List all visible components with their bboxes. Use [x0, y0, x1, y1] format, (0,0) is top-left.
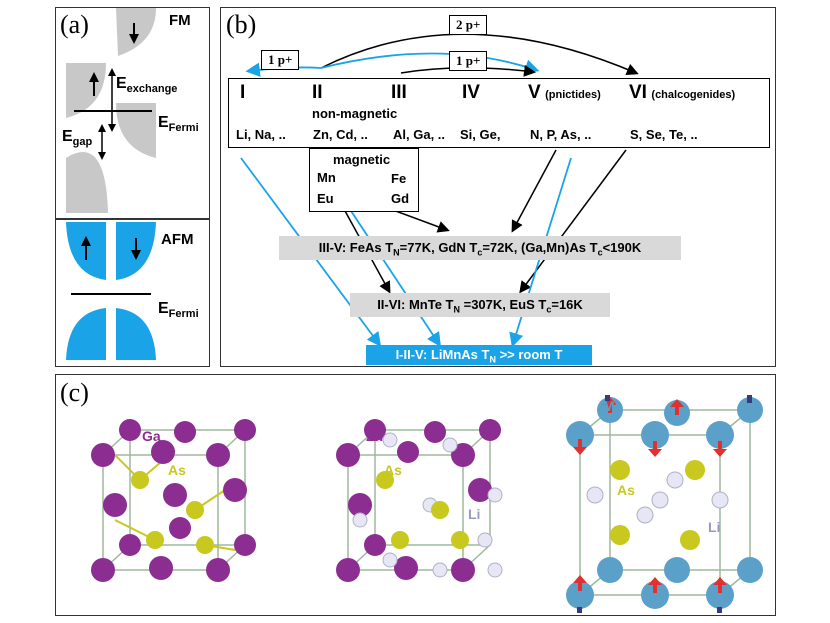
crystal2-as-label: As	[384, 462, 402, 478]
compound-ii-vi: II-VI: MnTe TN =307K, EuS Tc=16K	[350, 293, 610, 317]
group-vi-elements: S, Se, Te, ..	[630, 127, 698, 142]
group-i-elements: Li, Na, ..	[236, 127, 286, 142]
magnetic-eu: Eu	[317, 191, 334, 206]
group-iv-elements: Si, Ge,	[460, 127, 501, 142]
group-iii-elements: Al, Ga, ..	[393, 127, 446, 142]
fm-exchange-label: Eexchange	[116, 75, 178, 96]
afm-title: AFM	[161, 231, 194, 248]
crystal2-zn-label: Zn	[366, 428, 384, 444]
group-i-numeral: I	[240, 82, 246, 103]
crystal-lizn-as	[336, 419, 503, 582]
magnetic-fe: Fe	[391, 171, 407, 186]
crystal1-ga-label: Ga	[142, 428, 161, 444]
panel-a-divider	[56, 218, 209, 220]
compound-iii-v: III-V: FeAs TN=77K, GdN Tc=72K, (Ga,Mn)A…	[279, 236, 681, 260]
crystal2-li-label: Li	[468, 506, 481, 522]
afm-down-lower-band	[116, 308, 156, 360]
group-ii-elements: Zn, Cd, ..	[313, 127, 368, 142]
compound-i-ii-v: I-II-V: LiMnAs TN >> room T	[366, 345, 592, 365]
group-v-heading: V (pnictides)	[528, 82, 601, 103]
fm-up-conduction-band	[66, 63, 106, 118]
group-vi-heading: VI (chalcogenides)	[629, 82, 736, 103]
non-magnetic-label: non-magnetic	[312, 106, 398, 121]
group-iv-numeral: IV	[462, 82, 480, 103]
fm-down-conduction-band	[116, 8, 156, 56]
magnetic-box	[309, 148, 419, 212]
crystal1-as-label: As	[168, 462, 186, 478]
panel-a	[55, 7, 210, 367]
crystal3-li-label: Li	[708, 519, 721, 535]
panel-b	[220, 7, 776, 367]
arrow-label-1p-right: 1 p+	[449, 51, 488, 71]
group-ii-numeral: II	[312, 82, 323, 103]
fm-down-valence-band	[116, 103, 156, 158]
panel-c-label: (c)	[60, 378, 89, 407]
periodic-groups-box	[228, 78, 770, 148]
panel-a-label: (a)	[60, 10, 89, 39]
fm-gap-label: Egap	[62, 128, 93, 149]
arrow-ii-to-v-blue	[320, 52, 540, 74]
crystal-limnas	[566, 395, 763, 613]
afm-band-diagram	[66, 222, 156, 360]
magnetic-gd: Gd	[391, 191, 410, 206]
fm-fermi-label: EFermi	[158, 114, 199, 135]
fm-up-valence-band	[66, 152, 108, 213]
crystal3-mn-label: Mn	[603, 398, 624, 414]
afm-fermi-label: EFermi	[158, 300, 199, 321]
crystal3-as-label: As	[617, 482, 635, 498]
group-v-elements: N, P, As, ..	[530, 127, 592, 142]
fm-band-diagram	[66, 8, 156, 213]
panel-c	[55, 374, 776, 616]
panel-b-label: (b)	[226, 10, 257, 39]
fm-title: FM	[169, 12, 191, 29]
magnetic-mn: Mn	[317, 170, 336, 185]
group-iii-numeral: III	[391, 82, 407, 103]
arrow-label-1p-left: 1 p+	[261, 50, 300, 70]
afm-up-lower-band	[66, 308, 106, 360]
magnetic-title: magnetic	[333, 152, 391, 167]
arrow-label-2p: 2 p+	[449, 15, 488, 35]
crystal-gaas	[91, 419, 256, 582]
